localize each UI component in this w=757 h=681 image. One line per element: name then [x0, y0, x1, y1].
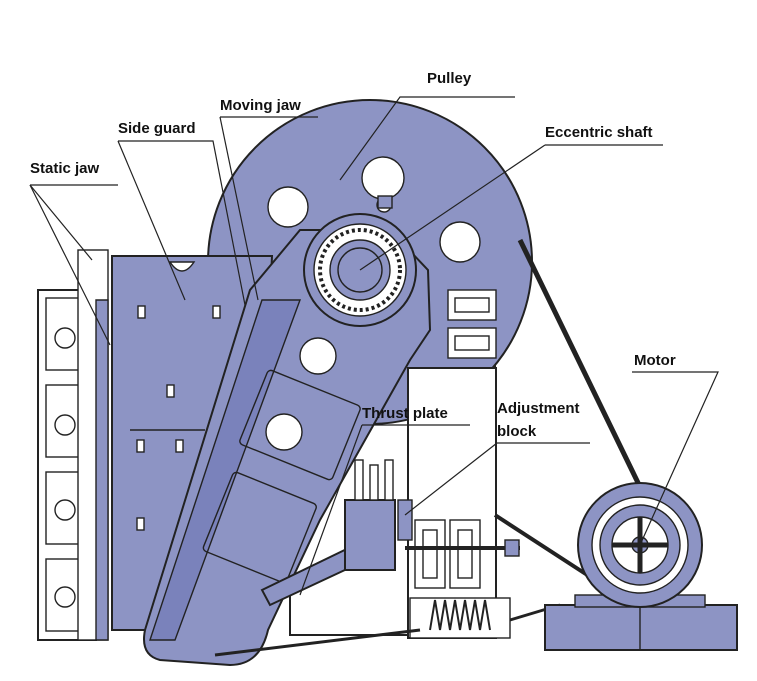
- label-motor: Motor: [634, 352, 676, 369]
- label-eccentric-shaft: Eccentric shaft: [545, 124, 653, 141]
- label-pulley: Pulley: [427, 70, 472, 87]
- static-jaw-housing: [37, 249, 109, 641]
- moving-jaw: [143, 229, 432, 667]
- thrust-plate: [260, 459, 396, 607]
- label-side-guard: Side guard: [118, 120, 196, 137]
- label-static-jaw: Static jaw: [30, 160, 100, 177]
- frame-lower-panel: [407, 289, 497, 639]
- leader-lines: [29, 96, 719, 596]
- label-adjustment: Adjustment: [497, 400, 580, 417]
- label-moving-jaw: Moving jaw: [220, 97, 301, 114]
- adjustment-block: [214, 499, 561, 657]
- label-block: block: [497, 423, 537, 440]
- label-thrust-plate: Thrust plate: [362, 405, 448, 422]
